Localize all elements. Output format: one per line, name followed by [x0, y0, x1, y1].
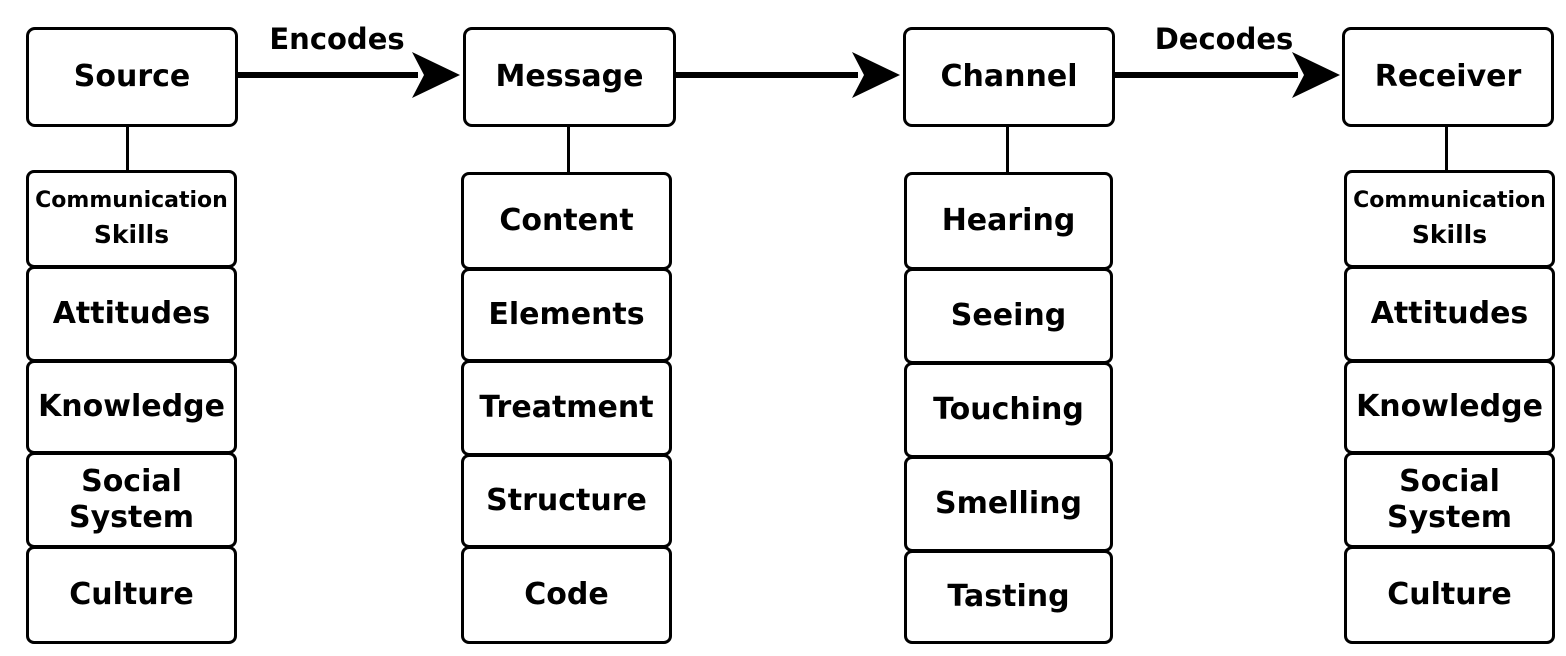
source-item-communication-skills: Communication Skills	[26, 170, 237, 268]
connector-receiver	[1445, 127, 1448, 172]
message-item-elements: Elements	[461, 268, 672, 362]
edge-label-decodes: Decodes	[1154, 22, 1294, 56]
message-attributes-stack: Content Elements Treatment Structure Cod…	[461, 172, 672, 644]
receiver-item-social-system: Social System	[1344, 452, 1555, 548]
receiver-attributes-stack: Communication Skills Attitudes Knowledge…	[1344, 170, 1555, 644]
edge-label-encodes: Encodes	[269, 22, 405, 56]
arrowhead-icon	[852, 52, 900, 98]
receiver-item-culture: Culture	[1344, 546, 1555, 644]
connector-channel	[1006, 127, 1009, 174]
message-item-code: Code	[461, 546, 672, 644]
channel-item-smelling: Smelling	[904, 456, 1113, 552]
channel-attributes-stack: Hearing Seeing Touching Smelling Tasting	[904, 172, 1113, 644]
node-channel: Channel	[903, 27, 1115, 127]
receiver-item-attitudes: Attitudes	[1344, 266, 1555, 362]
source-attributes-stack: Communication Skills Attitudes Knowledge…	[26, 170, 237, 644]
channel-item-tasting: Tasting	[904, 550, 1113, 644]
receiver-item-knowledge: Knowledge	[1344, 360, 1555, 454]
source-item-social-line2: System	[69, 500, 194, 535]
channel-item-touching: Touching	[904, 362, 1113, 458]
message-item-content: Content	[461, 172, 672, 270]
connector-source	[126, 127, 129, 172]
edge-message-channel	[675, 52, 900, 98]
node-receiver: Receiver	[1342, 27, 1554, 127]
source-item-social-line1: Social	[81, 464, 182, 499]
source-item-culture: Culture	[26, 546, 237, 644]
source-item-communication-line2: Skills	[93, 219, 170, 249]
arrowhead-icon	[412, 52, 460, 98]
source-item-communication-line1: Communication	[35, 188, 228, 214]
edge-source-message	[236, 52, 460, 98]
receiver-item-communication-line1: Communication	[1353, 188, 1546, 214]
channel-item-seeing: Seeing	[904, 268, 1113, 364]
source-item-social-system: Social System	[26, 452, 237, 548]
source-item-attitudes: Attitudes	[26, 266, 237, 362]
connector-message	[567, 127, 570, 174]
message-item-treatment: Treatment	[461, 360, 672, 456]
message-item-structure: Structure	[461, 454, 672, 548]
receiver-item-communication-line2: Skills	[1411, 219, 1488, 249]
edge-channel-receiver	[1114, 52, 1340, 98]
receiver-item-social-line1: Social	[1399, 464, 1500, 499]
channel-item-hearing: Hearing	[904, 172, 1113, 270]
node-message: Message	[463, 27, 676, 127]
node-source: Source	[26, 27, 238, 127]
receiver-item-social-line2: System	[1387, 500, 1512, 535]
arrowhead-icon	[1292, 52, 1340, 98]
source-item-knowledge: Knowledge	[26, 360, 237, 454]
receiver-item-communication-skills: Communication Skills	[1344, 170, 1555, 268]
